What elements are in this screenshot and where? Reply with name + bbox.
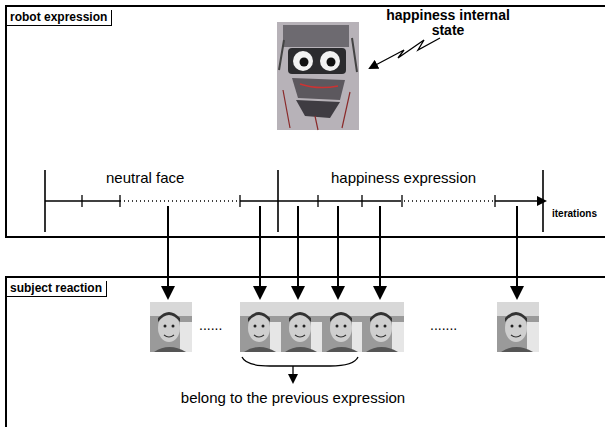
panel-heading: robot expression	[7, 10, 112, 26]
robot-photo	[277, 22, 359, 130]
ellipsis: .......	[430, 318, 457, 333]
phase-label: happiness expression	[331, 170, 476, 187]
phase-label: neutral face	[106, 170, 184, 187]
panel-heading: subject reaction	[7, 281, 107, 297]
top-panel: robot expression	[5, 5, 605, 238]
note-label: belong to the previous expression	[181, 390, 405, 407]
state-label: happiness internal state	[378, 8, 518, 39]
ellipsis: ......	[199, 318, 222, 333]
axis-label: iterations	[552, 208, 597, 219]
